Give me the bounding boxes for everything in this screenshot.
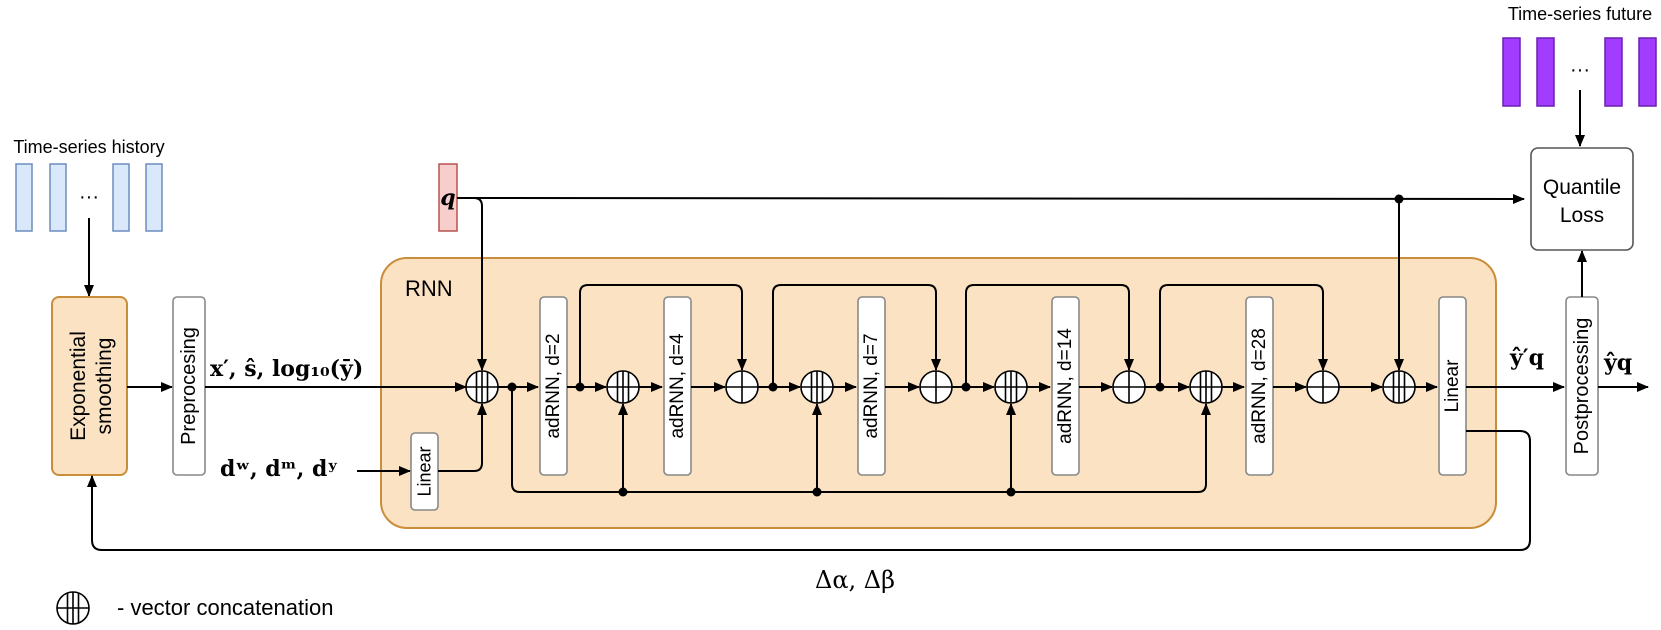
date-features-label: dʷ, dᵐ, dʸ — [220, 456, 338, 482]
adrnn-label-d4: adRNN, d=4 — [667, 333, 688, 439]
q-label: q — [440, 185, 455, 211]
quantile-loss-block — [1530, 147, 1634, 251]
output-raw-label: ŷ′q — [1509, 345, 1544, 371]
exponential-smoothing-line2: smoothing — [93, 338, 116, 435]
linear-date-label: Linear — [415, 446, 435, 496]
preprocessing-label: Preprocesing — [178, 327, 200, 445]
rnn-label: RNN — [405, 276, 453, 301]
history-bars — [15, 163, 163, 232]
history-ellipsis: ··· — [79, 186, 99, 208]
postprocessing-label: Postprocessing — [1571, 318, 1593, 455]
history-label: Time-series history — [13, 137, 164, 157]
adrnn-label-d2: adRNN, d=2 — [543, 333, 564, 438]
future-ellipsis: ··· — [1570, 59, 1590, 81]
quantile-loss-line2: Loss — [1560, 204, 1604, 227]
legend-text: - vector concatenation — [117, 595, 333, 620]
adrnn-label-d14: adRNN, d=14 — [1055, 328, 1076, 444]
feedback-label: Δα, Δβ — [815, 566, 895, 594]
adrnn-label-d28: adRNN, d=28 — [1249, 328, 1270, 444]
adrnn-label-d7: adRNN, d=7 — [861, 333, 882, 438]
input-features-label: x′, ŝ, log₁₀(ȳ) — [210, 356, 363, 382]
output-label: ŷq — [1603, 350, 1632, 376]
future-label: Time-series future — [1508, 4, 1652, 24]
linear-output-label: Linear — [1442, 359, 1463, 412]
quantile-loss-line1: Quantile — [1543, 176, 1621, 199]
future-bars — [1502, 37, 1657, 107]
legend: - vector concatenation — [56, 591, 333, 625]
exponential-smoothing-line1: Exponential — [67, 331, 90, 441]
